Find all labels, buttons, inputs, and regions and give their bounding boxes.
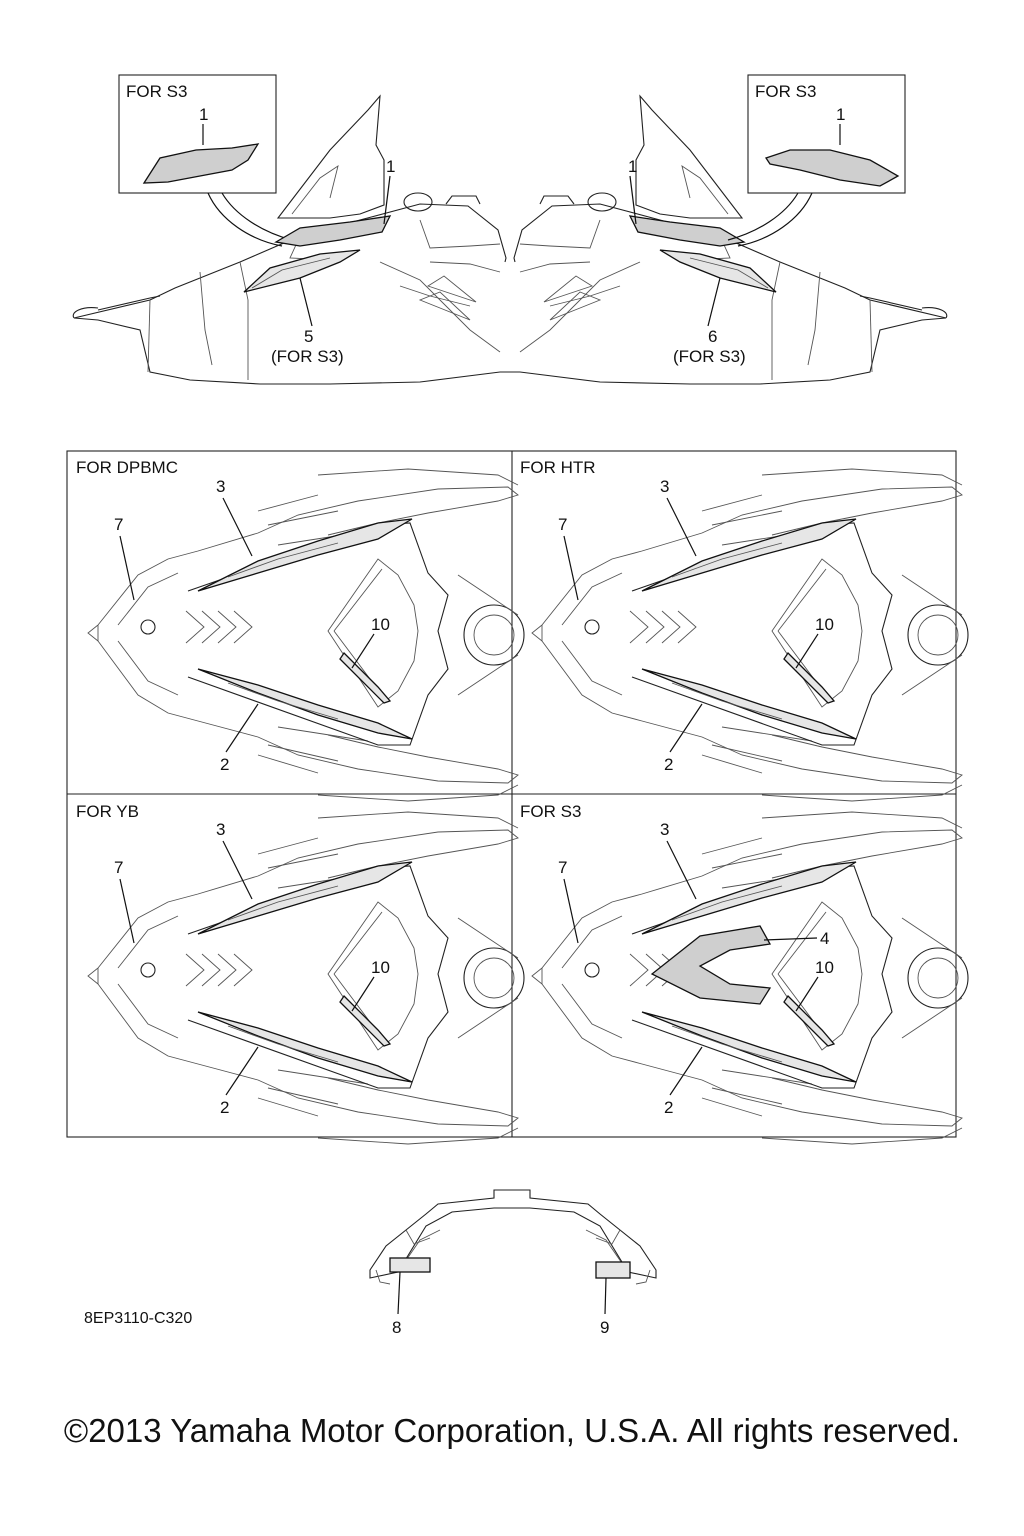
right-part-6-note: (FOR S3) bbox=[673, 347, 746, 366]
rear-part-9: 9 bbox=[600, 1318, 609, 1337]
rear-decal-8 bbox=[389, 1257, 431, 1273]
panel-3-part-10: 10 bbox=[371, 958, 390, 977]
panel-1-part-2: 2 bbox=[220, 755, 229, 774]
left-callout-part-number: 1 bbox=[199, 105, 208, 124]
panel-htr: FOR HTR 3 7 10 2 bbox=[520, 458, 969, 802]
panel-3-part-7: 7 bbox=[114, 858, 123, 877]
panel-2-part-3: 3 bbox=[660, 477, 669, 496]
panel-s3: FOR S3 3 7 4 10 2 bbox=[520, 802, 969, 1145]
left-callout-title: FOR S3 bbox=[126, 82, 187, 101]
right-part-1-label: 1 bbox=[628, 157, 637, 176]
left-part-1-label: 1 bbox=[386, 157, 395, 176]
right-callout-box bbox=[747, 74, 906, 194]
panel-3-title: FOR YB bbox=[76, 802, 139, 821]
panel-2-part-10: 10 bbox=[815, 615, 834, 634]
left-part-5-note: (FOR S3) bbox=[271, 347, 344, 366]
panel-grid bbox=[66, 450, 957, 1138]
panel-2-part-2: 2 bbox=[664, 755, 673, 774]
rear-decal-9 bbox=[595, 1261, 631, 1279]
left-decal-1 bbox=[274, 215, 392, 247]
right-decal-1 bbox=[628, 215, 746, 247]
panel-4-part-10: 10 bbox=[815, 958, 834, 977]
top-right-view bbox=[505, 94, 948, 385]
right-callout-title: FOR S3 bbox=[755, 82, 816, 101]
panel-dpbmc: FOR DPBMC 3 7 10 2 bbox=[76, 458, 525, 802]
panel-4-decal-4 bbox=[650, 925, 772, 1005]
panel-2-part-7: 7 bbox=[558, 515, 567, 534]
right-callout-decal bbox=[764, 149, 900, 187]
top-right-labels: FOR S3 1 1 6 (FOR S3) bbox=[628, 74, 906, 366]
panel-1-title: FOR DPBMC bbox=[76, 458, 178, 477]
right-callout-part-number: 1 bbox=[836, 105, 845, 124]
drawing-code: 8EP3110-C320 bbox=[84, 1310, 193, 1327]
left-callout-decal bbox=[142, 143, 260, 184]
panel-1-part-7: 7 bbox=[114, 515, 123, 534]
panel-4-part-3: 3 bbox=[660, 820, 669, 839]
panel-4-part-2: 2 bbox=[664, 1098, 673, 1117]
panel-yb: FOR YB 3 7 10 2 bbox=[76, 802, 525, 1145]
panel-3-part-2: 2 bbox=[220, 1098, 229, 1117]
left-part-5-label: 5 bbox=[304, 327, 313, 346]
panel-4-title: FOR S3 bbox=[520, 802, 581, 821]
right-part-6-label: 6 bbox=[708, 327, 717, 346]
panel-2-title: FOR HTR bbox=[520, 458, 596, 477]
panel-1-part-10: 10 bbox=[371, 615, 390, 634]
panel-4-part-4: 4 bbox=[820, 929, 829, 948]
rear-part-8: 8 bbox=[392, 1318, 401, 1337]
rear-view: 8 9 bbox=[369, 1189, 657, 1337]
copyright-notice: ©2013 Yamaha Motor Corporation, U.S.A. A… bbox=[63, 1412, 961, 1449]
panel-1-part-3: 3 bbox=[216, 477, 225, 496]
left-callout-box bbox=[118, 74, 277, 194]
panel-3-part-3: 3 bbox=[216, 820, 225, 839]
top-left-view: FOR S3 1 1 5 bbox=[72, 74, 515, 385]
panel-4-part-7: 7 bbox=[558, 858, 567, 877]
